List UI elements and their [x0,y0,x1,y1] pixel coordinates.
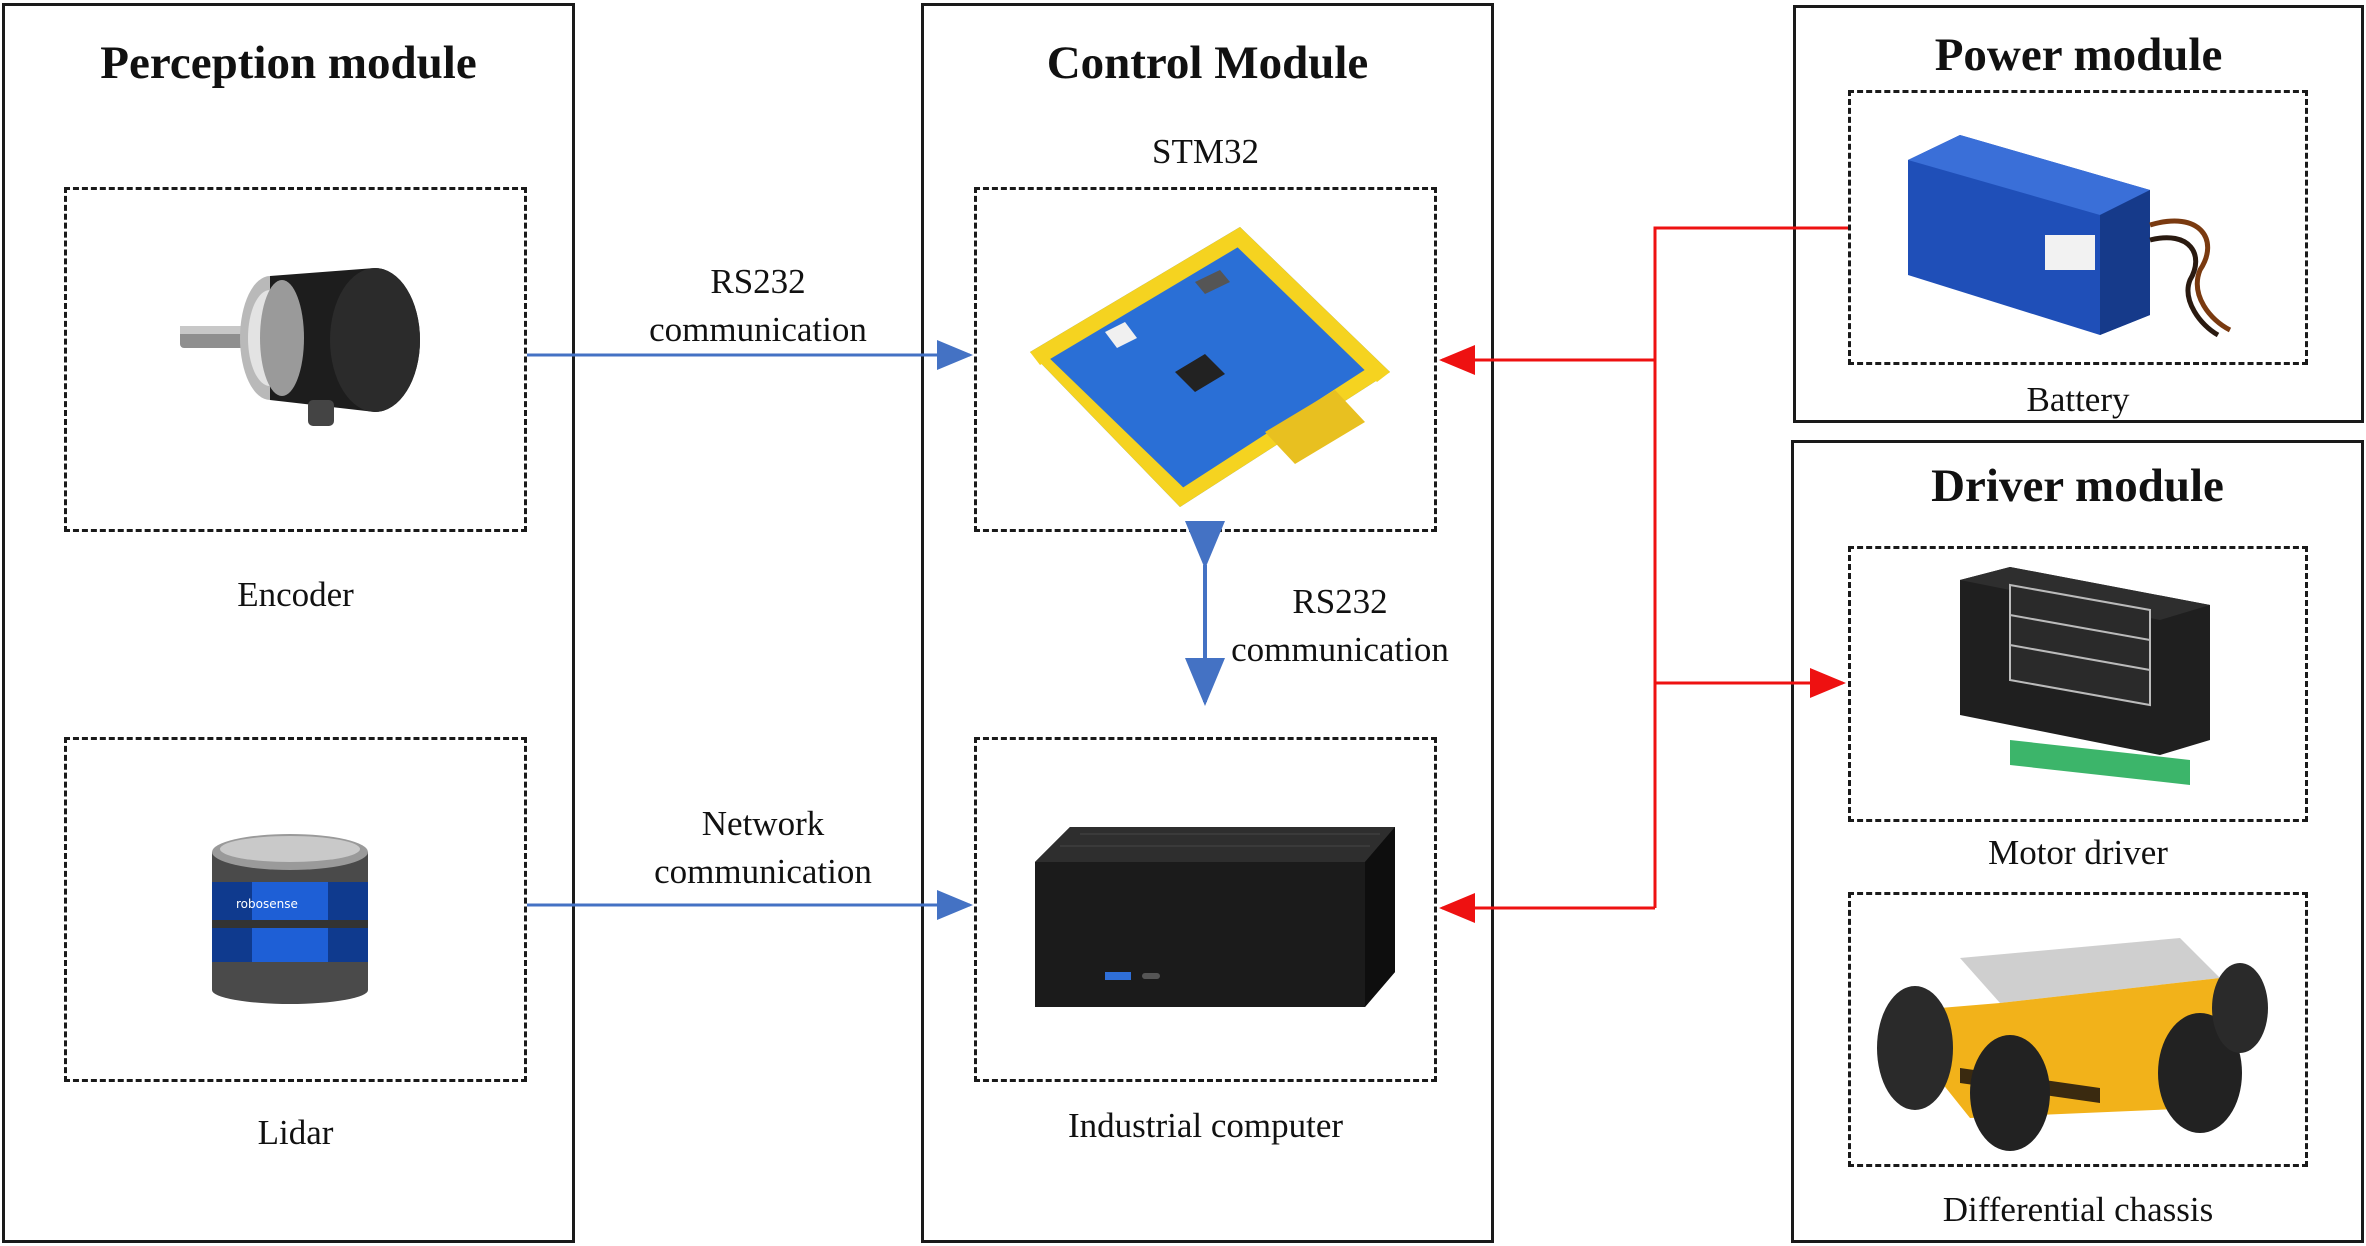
link-label-line2: communication [649,310,867,349]
lidar-image: robosense [212,834,368,1004]
differential-chassis-box [1848,892,2308,1167]
encoder-image [180,268,420,426]
perception-module-title: Perception module [100,37,477,89]
control-module-title: Control Module [1046,37,1369,89]
lidar-computer-link-label: Network communication [613,800,913,896]
stm32-computer-link-label: RS232 communication [1190,578,1490,674]
motor-driver-label: Motor driver [1988,833,2168,872]
lidar-brand-mark: robosense [236,897,298,911]
link-label-line2: communication [1231,630,1449,669]
battery-power-trunk [1653,226,1848,908]
differential-chassis-label: Differential chassis [1942,1190,2214,1229]
lidar-label: Lidar [257,1113,334,1152]
encoder-label: Encoder [237,575,354,614]
industrial-computer-image [1035,827,1395,1007]
link-label-line2: communication [654,852,872,891]
stm32-label: STM32 [1152,132,1259,171]
battery-image [1908,135,2232,338]
differential-chassis-image [1877,938,2268,1151]
encoder-box [64,187,527,532]
motor-driver-box [1848,546,2308,822]
motor-driver-image [1960,567,2210,785]
driver-module-title: Driver module [1931,460,2224,512]
battery-box [1848,90,2308,365]
perception-module: Perception module [2,3,575,1243]
industrial-computer-box [974,737,1437,1082]
encoder-stm32-link-label: RS232 communication [608,258,908,354]
industrial-computer-label: Industrial computer [1067,1106,1344,1145]
link-label-line1: Network [701,804,825,843]
link-label-line1: RS232 [1292,582,1388,621]
power-module-title: Power module [1934,29,2223,81]
link-label-line1: RS232 [710,262,806,301]
lidar-box [64,737,527,1082]
stm32-board-image [1030,227,1390,507]
battery-label: Battery [2026,380,2130,419]
